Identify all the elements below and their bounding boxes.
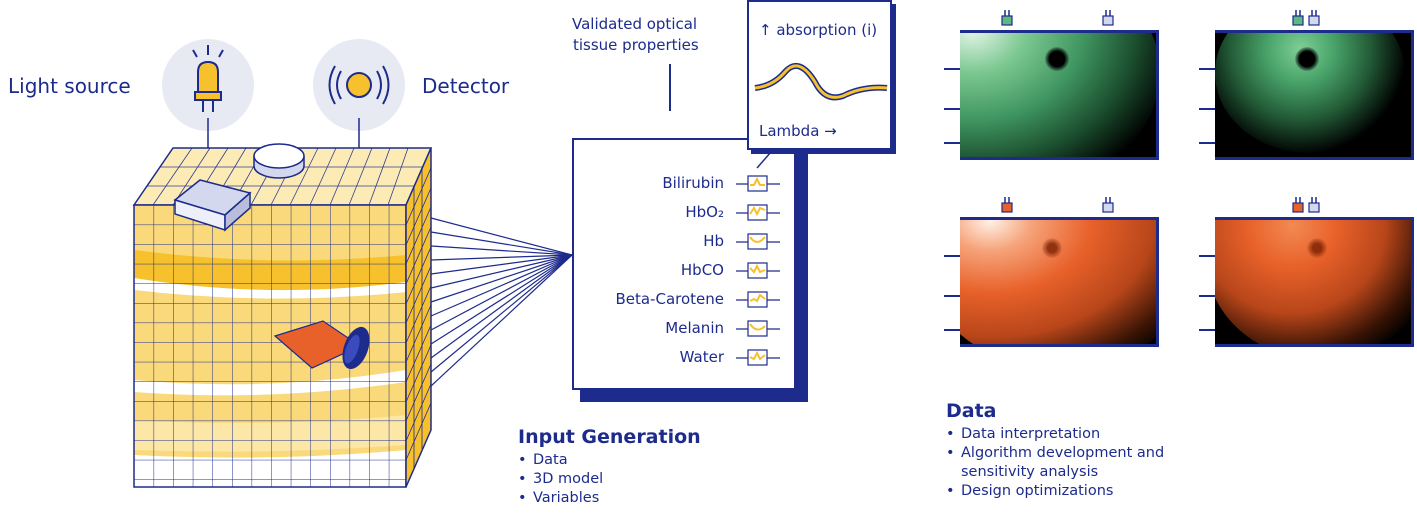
chromophore-row: HbCO [574,261,794,290]
detector-plug-icon [1102,197,1114,213]
input-generation-item: Data [518,451,701,470]
mini-spectrum-icon [736,291,780,308]
detector-plug-icon [1308,10,1320,26]
data-section: Data Data interpretationAlgorithm develo… [946,400,1164,501]
absorption-curve [754,62,888,101]
input-generation-list: Data3D modelVariables [518,451,701,508]
mini-spectrum-icon [736,204,780,221]
data-item: Design optimizations [946,482,1164,501]
source-plug-orange-icon [1001,197,1013,213]
light-source-label: Light source [8,74,131,98]
chromophore-label: HbO₂ [685,203,724,221]
detector-plug-icon [1102,10,1114,26]
chromophore-row: HbO₂ [574,203,794,232]
mini-spectrum-icon [736,349,780,366]
chromophore-label: Bilirubin [662,174,724,192]
list-graph-connector [756,151,772,169]
source-plug-green-icon [1292,10,1304,26]
validated-properties-label: Validated optical tissue properties [572,15,699,54]
chromophore-label: Melanin [665,319,724,337]
input-generation-item: 3D model [518,470,701,489]
tissue-cube-illustration [132,39,573,488]
chromophore-row: Bilirubin [574,174,794,203]
absorption-graph: ↑ absorption (i) Lambda → [747,0,892,150]
mini-spectrum-icon [736,262,780,279]
chromophore-label: HbCO [680,261,724,279]
graph-y-label: ↑ absorption (i) [759,21,878,39]
mini-spectrum-icon [736,175,780,192]
chromophore-row: Water [574,348,794,377]
data-item-continuation: sensitivity analysis [961,464,1099,480]
input-generation-heading: Input Generation [518,426,701,448]
mini-spectrum-icon [736,320,780,337]
mini-spectrum-icon [736,233,780,250]
data-item: Data interpretation [946,425,1164,444]
detector-puck [253,143,305,179]
detector-plug-icon [1308,197,1320,213]
data-item: Algorithm development and [946,444,1164,463]
lightbulb-icon [192,45,224,112]
chromophore-label: Beta-Carotene [615,290,724,308]
source-plug-green-icon [1001,10,1013,26]
light-source-box [173,179,252,232]
chromophore-label: Hb [703,232,724,250]
blood-vessel [273,320,370,370]
detector-icon [328,65,390,105]
input-generation-section: Input Generation Data3D modelVariables [518,426,701,508]
graph-x-label: Lambda → [759,122,837,140]
source-plug-orange-icon [1292,197,1304,213]
detector-label: Detector [422,74,510,98]
chromophore-row: Melanin [574,319,794,348]
data-list: Data interpretationAlgorithm development… [946,425,1164,501]
data-heading: Data [946,400,997,422]
validated-pointer-line [669,64,671,111]
chromophore-row: Hb [574,232,794,261]
chromophore-label: Water [679,348,724,366]
chromophore-row: Beta-Carotene [574,290,794,319]
input-generation-item: Variables [518,489,701,508]
